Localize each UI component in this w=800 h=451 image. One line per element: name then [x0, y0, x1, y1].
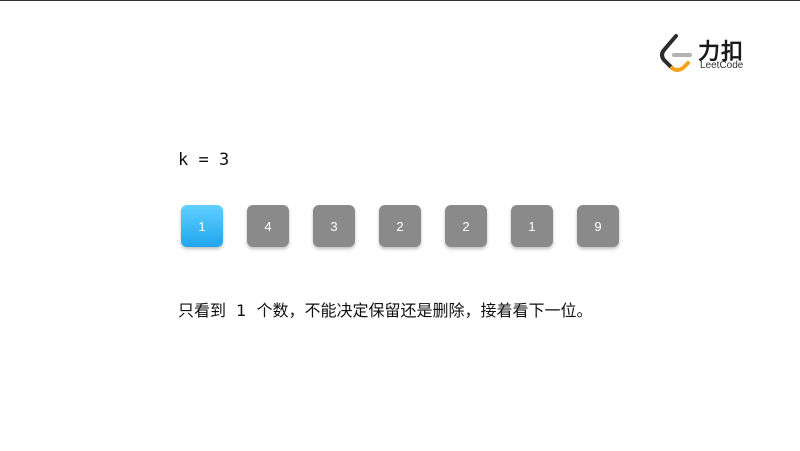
array-box: 1	[511, 205, 553, 247]
array-box: 3	[313, 205, 355, 247]
logo-name-en: LeetCode	[700, 60, 744, 71]
top-border	[0, 0, 800, 1]
array-box: 4	[247, 205, 289, 247]
leetcode-logo: 力扣 LeetCode	[656, 32, 756, 76]
array-box: 2	[379, 205, 421, 247]
k-label: k = 3	[178, 150, 230, 170]
array-box: 9	[577, 205, 619, 247]
leetcode-logo-icon	[660, 34, 692, 72]
step-message: 只看到 1 个数，不能决定保留还是删除，接着看下一位。	[178, 301, 593, 320]
logo-name-cn: 力扣	[698, 40, 745, 65]
array-box: 2	[445, 205, 487, 247]
array-box-active: 1	[181, 205, 223, 247]
